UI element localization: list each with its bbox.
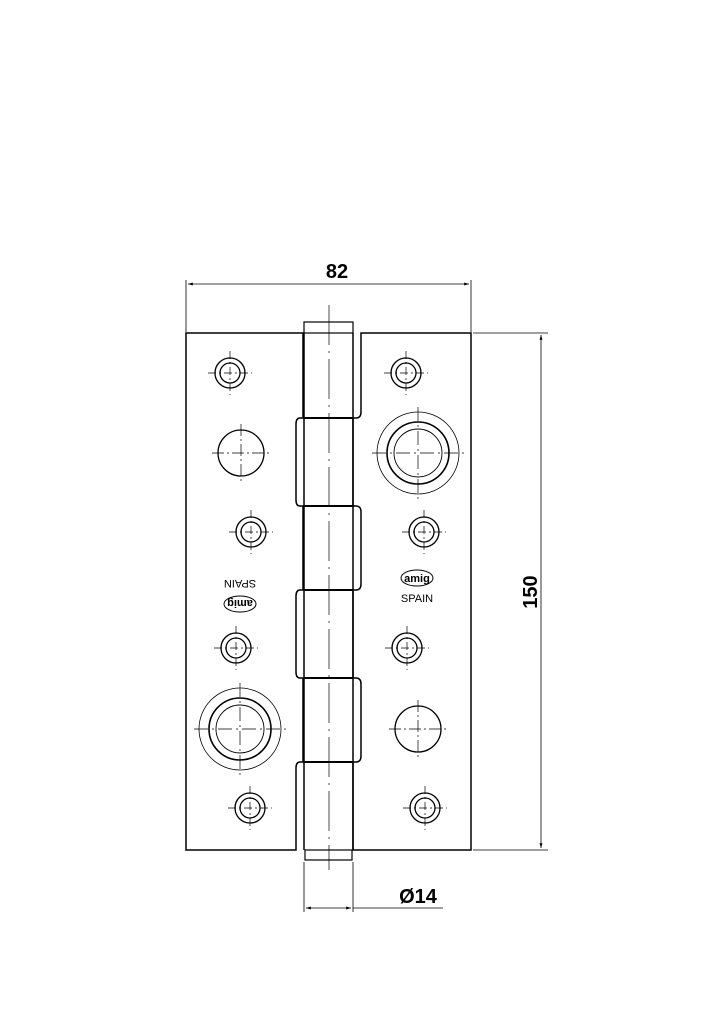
- screw-hole: [403, 786, 447, 830]
- right-leaf: [352, 332, 472, 851]
- large-hole: [212, 424, 270, 482]
- large-hole: [389, 700, 447, 758]
- left-leaf: [185, 332, 304, 851]
- origin-label-right: SPAIN: [401, 593, 433, 605]
- right-holes: [372, 351, 464, 830]
- screw-hole: [214, 626, 258, 670]
- height-label: 150: [520, 575, 542, 608]
- screw-hole: [229, 510, 273, 554]
- screw-hole: [208, 351, 252, 395]
- left-holes: [194, 351, 286, 830]
- brand-logo-icon: amig: [404, 573, 430, 585]
- security-stud-hole: [372, 407, 464, 499]
- security-stud-hole: [194, 683, 286, 775]
- height-dimension: 150: [473, 332, 548, 851]
- brand-logo-icon: amig: [227, 597, 253, 609]
- screw-hole: [385, 626, 429, 670]
- hinge-knuckle: [303, 305, 354, 870]
- width-dimension: 82: [185, 261, 472, 332]
- origin-label-left: SPAIN: [224, 577, 256, 589]
- right-brand-marking: amig SPAIN: [400, 569, 434, 605]
- pin-diameter-label: Ø14: [399, 886, 438, 908]
- screw-hole: [228, 786, 272, 830]
- screw-hole: [384, 351, 428, 395]
- left-brand-marking: amig SPAIN: [223, 577, 257, 613]
- screw-hole: [402, 510, 446, 554]
- pin-diameter-dimension: Ø14: [303, 862, 443, 912]
- width-label: 82: [326, 261, 348, 283]
